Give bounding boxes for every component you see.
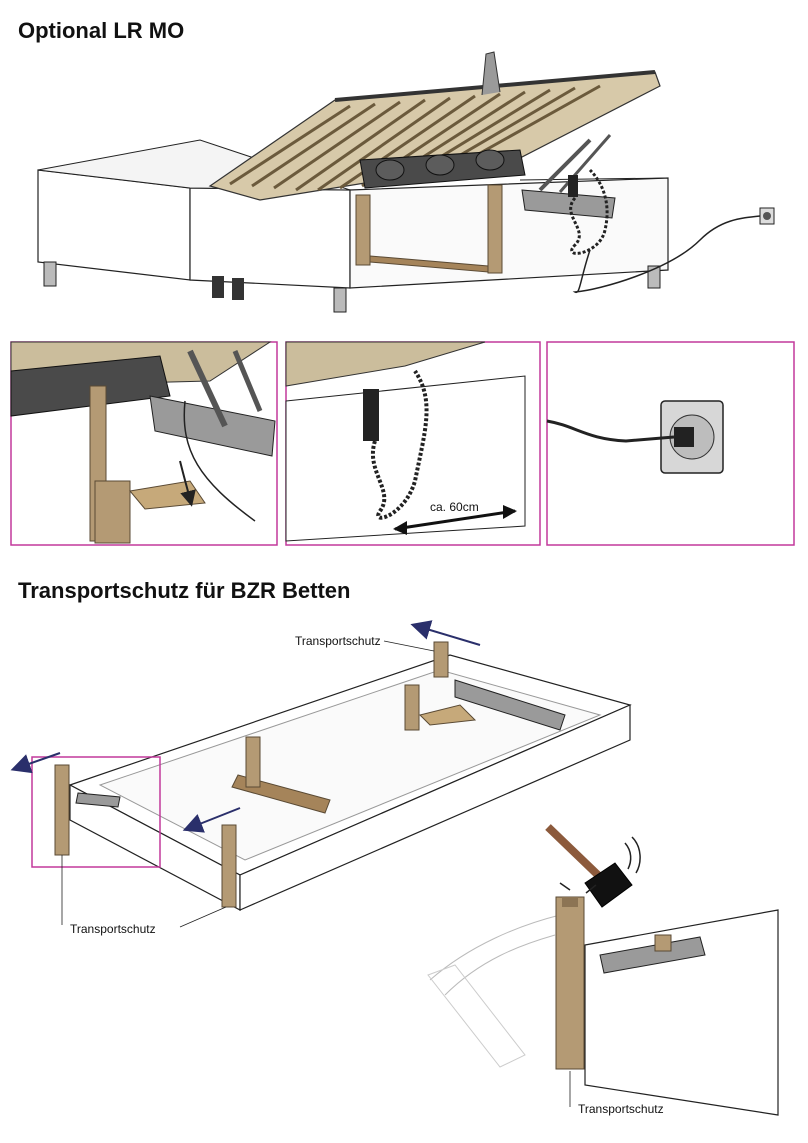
closeup-hammer-detail (427, 824, 779, 1116)
detail-panel-mechanism (10, 341, 278, 546)
power-plug-icon (674, 427, 694, 447)
transportschutz-post (433, 641, 449, 678)
pull-arrow (182, 807, 241, 833)
bed-right-box (349, 177, 669, 289)
lift-mechanism (75, 792, 121, 808)
wood-post (404, 684, 420, 731)
transportschutz-post (555, 896, 585, 1070)
transportschutz-label-top: Transportschutz (295, 634, 381, 648)
section-title-transportschutz: Transportschutz für BZR Betten (18, 578, 351, 603)
cable-length-label: ca. 60cm (430, 500, 479, 514)
detail-panel-socket (546, 341, 795, 546)
wood-post (355, 194, 371, 266)
transportschutz-post (54, 764, 70, 856)
motor-unit (359, 149, 526, 189)
bed-frame-open (68, 654, 632, 911)
wood-post (245, 736, 261, 788)
lift-mechanism (454, 679, 566, 731)
transport-protection-illustration: Transportschutz Transportschutz Transpor… (10, 620, 779, 1116)
coiled-cable (371, 369, 429, 520)
pull-arrow (410, 620, 481, 646)
section-title-optional-lr-mo: Optional LR MO (18, 18, 185, 43)
bed-foot (232, 278, 244, 300)
pull-arrow (10, 752, 61, 774)
hammer-handle (545, 824, 603, 880)
bed-foot (647, 265, 661, 289)
detail-panel-cable-length: ca. 60cm (285, 341, 541, 546)
bed-foot (212, 276, 224, 298)
length-arrow (394, 509, 516, 531)
bed-foot (333, 287, 347, 313)
power-cable (572, 215, 761, 294)
transportschutz-label-left: Transportschutz (70, 922, 156, 936)
transportschutz-label-bottom-right: Transportschutz (578, 1102, 664, 1116)
hammer-icon (584, 862, 633, 908)
detail-highlight-frame (31, 756, 161, 868)
bed-lift-illustration (37, 51, 775, 313)
bed-left-box (37, 139, 351, 289)
power-cable (546, 419, 675, 443)
transportschutz-post (221, 824, 237, 908)
hand-control-icon (363, 389, 379, 441)
wood-post (487, 184, 503, 274)
hand-control-icon (568, 175, 578, 197)
bed-foot (43, 261, 57, 287)
coiled-cable (569, 168, 609, 255)
wood-beam (369, 255, 489, 273)
